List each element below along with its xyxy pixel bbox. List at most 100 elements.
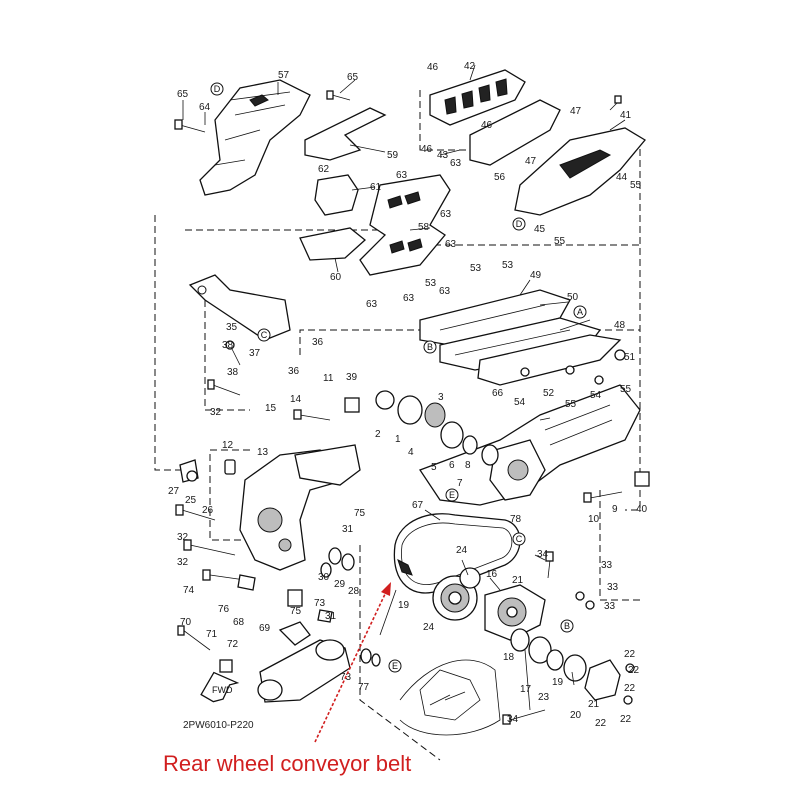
part-label: 22: [620, 714, 632, 725]
part-label: 75: [290, 606, 302, 617]
part-label: 63: [450, 158, 462, 169]
part-label: 63: [396, 170, 408, 181]
diagram-code: 2PW6010-P220: [183, 720, 254, 731]
part-label: 66: [492, 388, 504, 399]
part-label: 31: [342, 524, 354, 535]
part-label: 28: [348, 586, 360, 597]
swingarm: [419, 384, 641, 506]
part-label: 33: [601, 560, 613, 571]
part-label: 76: [218, 604, 230, 615]
side-cover-41: [514, 127, 646, 216]
part-label: 46: [421, 144, 433, 155]
part-label: 34: [537, 549, 549, 560]
part-label: 22: [595, 718, 607, 729]
part-label: 8: [465, 460, 471, 471]
annotation-caption: Rear wheel conveyor belt: [163, 751, 411, 776]
part-label: 2: [375, 429, 381, 440]
ref-marker-b-top: B: [423, 340, 437, 354]
small-parts: [179, 397, 650, 667]
part-label: 55: [620, 384, 632, 395]
svg-text:FWD: FWD: [212, 685, 233, 695]
part-label: 55: [630, 180, 642, 191]
part-label: 63: [440, 209, 452, 220]
part-label: 35: [226, 322, 238, 333]
part-label: 42: [464, 61, 476, 72]
seat-bracket-57: [199, 79, 311, 196]
annotation-arrow: [314, 582, 391, 743]
part-label: 27: [168, 486, 180, 497]
svg-text:B: B: [427, 342, 433, 352]
part-label: 7: [457, 478, 463, 489]
part-label: 37: [249, 348, 261, 359]
svg-text:E: E: [392, 661, 398, 671]
part-label: 60: [330, 272, 342, 283]
part-label: 58: [418, 222, 430, 233]
part-label: 18: [503, 652, 515, 663]
part-label: 30: [318, 572, 330, 583]
bracket-35: [188, 274, 291, 341]
rear-wheel-sketch: [399, 659, 501, 736]
part-label: 47: [570, 106, 582, 117]
part-label: 78: [510, 514, 522, 525]
part-label: 15: [265, 403, 277, 414]
svg-text:D: D: [214, 84, 221, 94]
part-label: 32: [210, 407, 222, 418]
part-label: 33: [604, 601, 616, 612]
ref-marker-e-mid: E: [445, 488, 459, 502]
rear-hub: [484, 584, 546, 641]
part-label: 51: [624, 352, 636, 363]
part-label: 21: [588, 699, 600, 710]
leader-lines: [182, 64, 626, 711]
part-label: 52: [543, 388, 555, 399]
grab-rail-42: [429, 69, 526, 126]
pulleys: [432, 567, 481, 621]
part-label: 1: [395, 434, 401, 445]
part-label: 6: [449, 460, 455, 471]
part-label: 38: [227, 367, 239, 378]
part-label: 45: [534, 224, 546, 235]
part-label: 31: [325, 611, 337, 622]
part-label: 23: [538, 692, 550, 703]
part-label: 19: [552, 677, 564, 688]
svg-text:C: C: [261, 330, 268, 340]
blocks-60-61: [299, 174, 367, 261]
reference-markers: D D A B C E C B E: [210, 82, 587, 673]
part-label: 59: [387, 150, 399, 161]
part-label: 53: [502, 260, 514, 271]
part-label: 75: [354, 508, 366, 519]
part-label: 16: [486, 569, 498, 580]
part-label: 44: [616, 172, 628, 183]
fwd-arrow: FWD: [200, 671, 240, 703]
part-label: 54: [514, 397, 526, 408]
part-label: 21: [512, 575, 524, 586]
part-label: 9: [612, 504, 618, 515]
part-label: 5: [431, 462, 437, 473]
part-label: 63: [439, 286, 451, 297]
part-label: 68: [233, 617, 245, 628]
ref-marker-d-right: D: [512, 217, 526, 231]
part-label: 41: [620, 110, 632, 121]
svg-text:B: B: [564, 621, 570, 631]
part-label: 14: [290, 394, 302, 405]
shock-absorber: [219, 621, 351, 703]
part-label: 55: [565, 399, 577, 410]
bearings-row: [375, 390, 621, 701]
part-label: 62: [318, 164, 330, 175]
part-label: 20: [570, 710, 582, 721]
part-label: 77: [358, 682, 370, 693]
part-label: 55: [554, 236, 566, 247]
part-label: 65: [347, 72, 359, 83]
part-label: 3: [438, 392, 444, 403]
part-label: 69: [259, 623, 271, 634]
part-label: 43: [437, 150, 449, 161]
part-label: 26: [202, 505, 214, 516]
part-label: 36: [312, 337, 324, 348]
part-label: 74: [183, 585, 195, 596]
part-label: 22: [624, 649, 636, 660]
part-label: 12: [222, 440, 234, 451]
part-label: 70: [180, 617, 192, 628]
bolts: [174, 90, 635, 725]
part-label: 63: [403, 293, 415, 304]
svg-text:D: D: [516, 219, 523, 229]
part-label: 19: [398, 600, 410, 611]
